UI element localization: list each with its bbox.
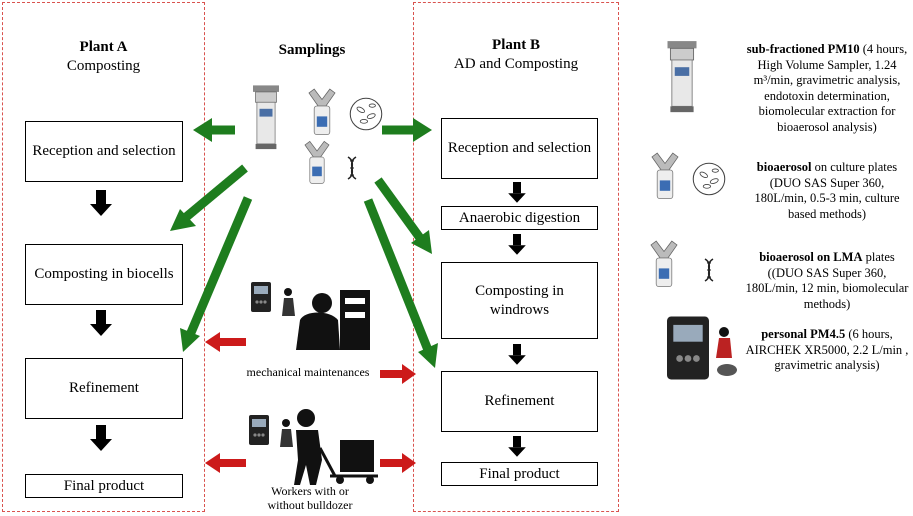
- legend-personal-pump-icon: [667, 316, 737, 380]
- legend-pm45-bold: personal PM4.5: [761, 327, 846, 341]
- exposure-arrow-maint-right: [380, 364, 416, 384]
- plant-b-title: Plant B: [492, 37, 540, 53]
- petri-dish-icon-center: [349, 97, 383, 131]
- plant-a-step-final: Final product: [25, 474, 183, 498]
- plant-b-flow-arrow-1: [508, 182, 526, 203]
- plant-b-step-anaerobic: Anaerobic digestion: [441, 206, 598, 230]
- dna-icon-center: [347, 156, 357, 180]
- legend-duo-sas-culture-icon: [651, 152, 679, 200]
- plant-a-step-composting: Composting in biocells: [25, 244, 183, 305]
- legend-dna-icon: [704, 258, 714, 282]
- legend-culture-text: on culture plates (DUO SAS Super 360, 18…: [754, 160, 900, 221]
- plant-b-step-windrows: Composting in windrows: [441, 262, 598, 339]
- workers-label-line2: without bulldozer: [267, 498, 353, 512]
- legend-item-culture: bioaerosol on culture plates (DUO SAS Su…: [744, 160, 910, 222]
- sampling-arrows: [182, 125, 433, 352]
- plant-b-flow-arrow-4: [508, 436, 526, 457]
- plant-b-flow-arrow-2: [508, 234, 526, 255]
- legend-item-lma: bioaerosol on LMA plates ((DUO SAS Super…: [744, 250, 910, 312]
- plant-b-step-final: Final product: [441, 462, 598, 486]
- sampling-arrow-a-refinement: [185, 196, 253, 337]
- plant-b-subtitle: AD and Composting: [453, 56, 579, 72]
- exposure-arrow-workers-right: [380, 453, 416, 473]
- plant-b-flow-arrow-3: [508, 344, 526, 365]
- sampling-arrow-a-composting: [182, 164, 248, 222]
- plant-a-step-reception: Reception and selection: [25, 121, 183, 182]
- duo-sas-dna-icon-center: [304, 140, 330, 184]
- plant-b-title-block: Plant B AD and Composting: [413, 36, 619, 74]
- exposure-arrows: [205, 332, 416, 473]
- sampling-arrowheads: [170, 118, 438, 368]
- duo-sas-culture-icon-center: [308, 88, 336, 136]
- exposure-arrow-maint-left: [205, 332, 246, 352]
- worker-cart-icon: [249, 409, 378, 485]
- plant-b-step-windrows-label: Composting in windrows: [475, 282, 564, 318]
- workers-label: Workers with or without bulldozer: [245, 484, 375, 512]
- plant-a-title: Plant A: [79, 39, 128, 55]
- legend-high-volume-sampler-icon: [666, 40, 698, 113]
- legend-culture-bold: bioaerosol: [756, 160, 812, 174]
- legend-pm10-text: (4 hours, High Volume Sampler, 1.24 m³/m…: [753, 42, 908, 134]
- high-volume-sampler-icon: [252, 84, 280, 150]
- workers-label-line1: Workers with or: [271, 484, 349, 498]
- plant-a-title-block: Plant A Composting: [2, 38, 205, 76]
- legend-lma-text: plates ((DUO SAS Super 360, 180L/min, 12…: [745, 250, 909, 311]
- legend-petri-dish-icon: [692, 162, 726, 196]
- samplings-title: Samplings: [278, 42, 346, 58]
- plant-a-step-refinement: Refinement: [25, 358, 183, 419]
- plant-b-frame: [413, 2, 619, 512]
- exposure-arrow-workers-left: [205, 453, 246, 473]
- plant-a-flow-arrow-1: [90, 190, 112, 216]
- plant-a-subtitle: Composting: [66, 58, 141, 74]
- plant-a-flow-arrow-3: [90, 425, 112, 451]
- legend-pm45-text: (6 hours, AIRCHEK XR5000, 2.2 L/min , gr…: [745, 327, 909, 372]
- legend-item-pm10: sub-fractioned PM10 (4 hours, High Volum…: [744, 42, 910, 135]
- legend-duo-sas-dna-icon: [650, 240, 678, 288]
- mechanic-icon: [251, 282, 370, 350]
- legend-pm10-bold: sub-fractioned PM10: [746, 42, 860, 56]
- sampling-arrow-b-windrows: [374, 177, 424, 241]
- legend-lma-bold: bioaerosol on LMA: [759, 250, 863, 264]
- legend-item-pm45: personal PM4.5 (6 hours, AIRCHEK XR5000,…: [744, 327, 910, 374]
- plant-b-step-reception: Reception and selection: [441, 118, 598, 179]
- plant-a-flow-arrow-2: [90, 310, 112, 336]
- plant-a-frame: [2, 2, 205, 512]
- sampling-arrow-b-refinement: [363, 198, 433, 352]
- plant-b-step-refinement: Refinement: [441, 371, 598, 432]
- maintenance-label: mechanical maintenances: [246, 365, 370, 379]
